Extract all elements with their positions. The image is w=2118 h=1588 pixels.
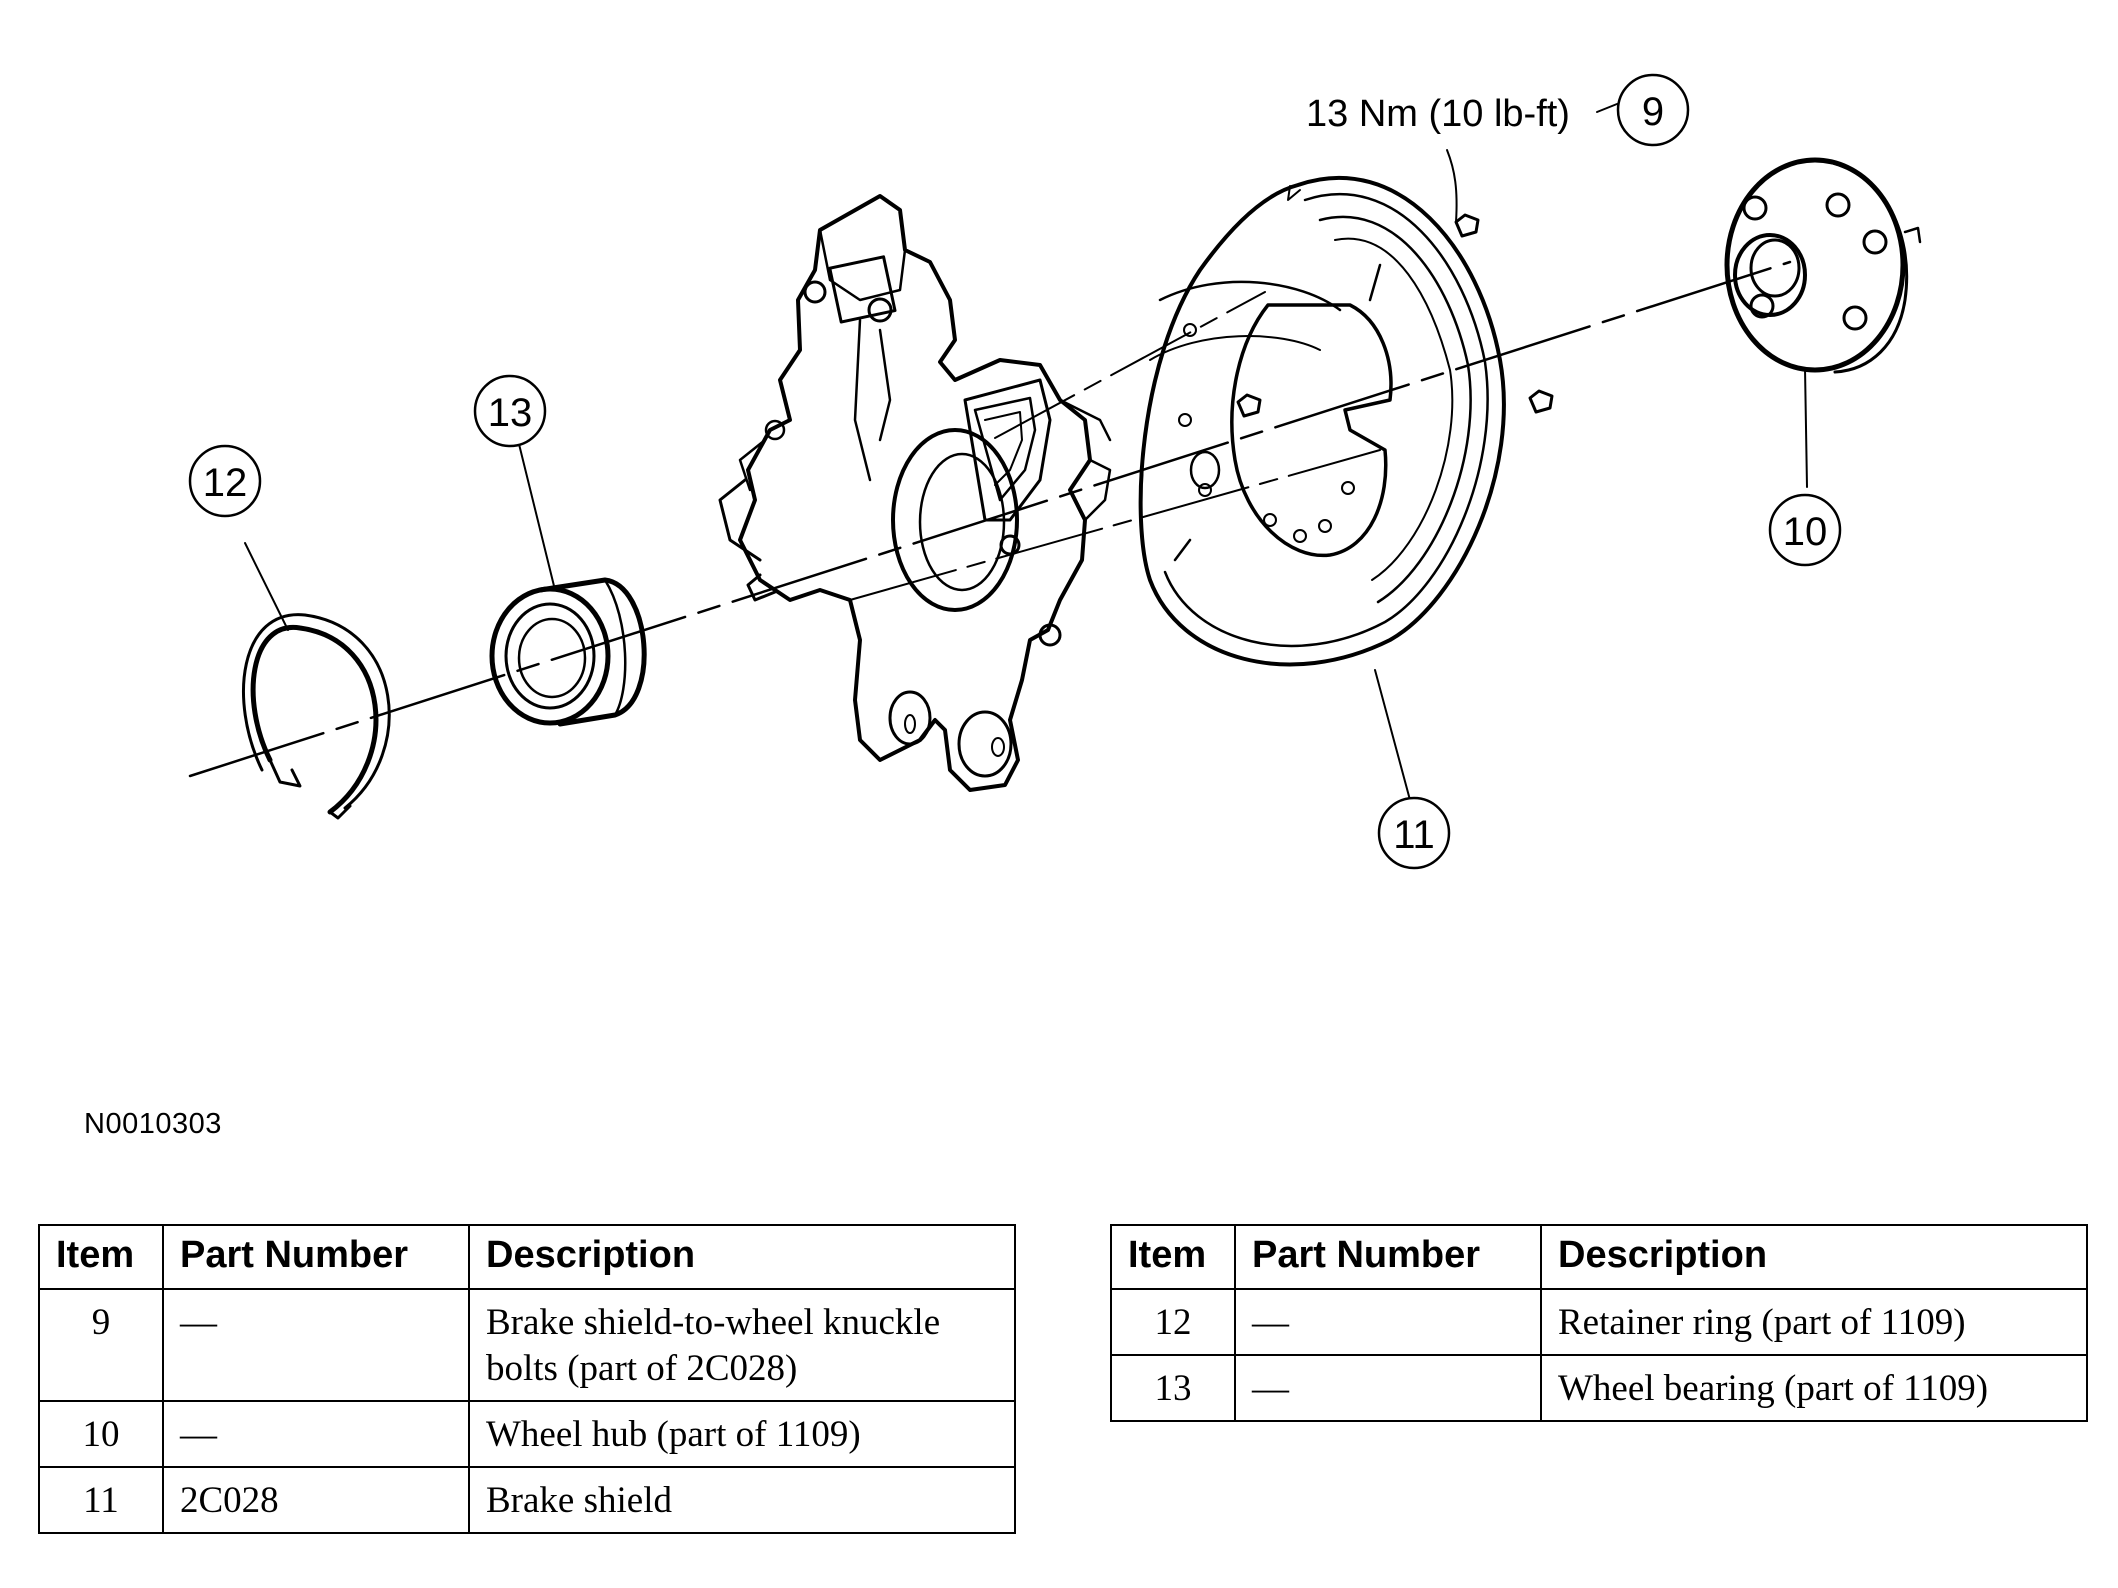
part-number-cell: — [162, 1400, 470, 1468]
figure-id: N0010303 [84, 1108, 222, 1140]
part-number-cell: 2C028 [162, 1466, 470, 1534]
wheel-hub [1724, 157, 1922, 374]
table-header-row: Item Part Number Description [1110, 1224, 2088, 1290]
callout-9-label: 9 [1642, 90, 1664, 134]
callout-13-circle [473, 374, 547, 448]
callout-10-label: 10 [1783, 510, 1828, 554]
header-part-number: Part Number [1234, 1224, 1542, 1290]
header-item: Item [1110, 1224, 1236, 1290]
item-cell: 9 [38, 1288, 164, 1402]
callout-11-circle [1377, 796, 1451, 870]
callout-12-label: 12 [203, 461, 248, 505]
description-cell: Brake shield [468, 1466, 1016, 1534]
leader-13 [517, 439, 556, 591]
leader-torque [1596, 103, 1618, 113]
callout-12-circle [188, 444, 262, 518]
description-cell: Wheel hub (part of 1109) [468, 1400, 1016, 1468]
wheel-bearing [489, 577, 647, 727]
leader-11 [1374, 669, 1411, 801]
parts-table-right: Item Part Number Description 12 — Retain… [1110, 1224, 2088, 1422]
exploded-parts-diagram: 9 10 11 12 13 13 Nm (10 lb-ft) [188, 73, 1922, 870]
callout-11-label: 11 [1393, 813, 1435, 857]
header-part-number: Part Number [162, 1224, 470, 1290]
callout-13-label: 13 [488, 391, 533, 435]
table-header-row: Item Part Number Description [38, 1224, 1016, 1290]
description-cell: Retainer ring (part of 1109) [1540, 1288, 2088, 1356]
item-cell: 10 [38, 1400, 164, 1468]
item-cell: 11 [38, 1466, 164, 1534]
table-row: 11 2C028 Brake shield [38, 1466, 1016, 1534]
retainer-ring [242, 613, 391, 820]
description-cell: Brake shield-to-wheel knuckle bolts (par… [468, 1288, 1016, 1402]
description-cell: Wheel bearing (part of 1109) [1540, 1354, 2088, 1422]
table-row: 9 — Brake shield-to-wheel knuckle bolts … [38, 1288, 1016, 1402]
table-row: 12 — Retainer ring (part of 1109) [1110, 1288, 2088, 1356]
callout-10-circle [1768, 493, 1842, 567]
axis-line-lower [849, 449, 1381, 601]
part-number-cell: — [1234, 1288, 1542, 1356]
leader-12 [244, 542, 289, 631]
callout-9-circle [1616, 73, 1690, 147]
item-cell: 13 [1110, 1354, 1236, 1422]
torque-spec: 13 Nm (10 lb-ft) [1306, 93, 1570, 135]
leader-9 [1446, 149, 1458, 223]
shield-bolts [1236, 213, 1554, 418]
item-cell: 12 [1110, 1288, 1236, 1356]
wheel-knuckle [718, 194, 1112, 792]
header-description: Description [1540, 1224, 2088, 1290]
parts-table-left: Item Part Number Description 9 — Brake s… [38, 1224, 1016, 1534]
brake-shield [1138, 176, 1506, 667]
table-row: 13 — Wheel bearing (part of 1109) [1110, 1354, 2088, 1422]
header-description: Description [468, 1224, 1016, 1290]
part-number-cell: — [1234, 1354, 1542, 1422]
leader-10 [1804, 367, 1808, 488]
table-row: 10 — Wheel hub (part of 1109) [38, 1400, 1016, 1468]
axis-line-upper [994, 291, 1266, 439]
part-number-cell: — [162, 1288, 470, 1402]
header-item: Item [38, 1224, 164, 1290]
